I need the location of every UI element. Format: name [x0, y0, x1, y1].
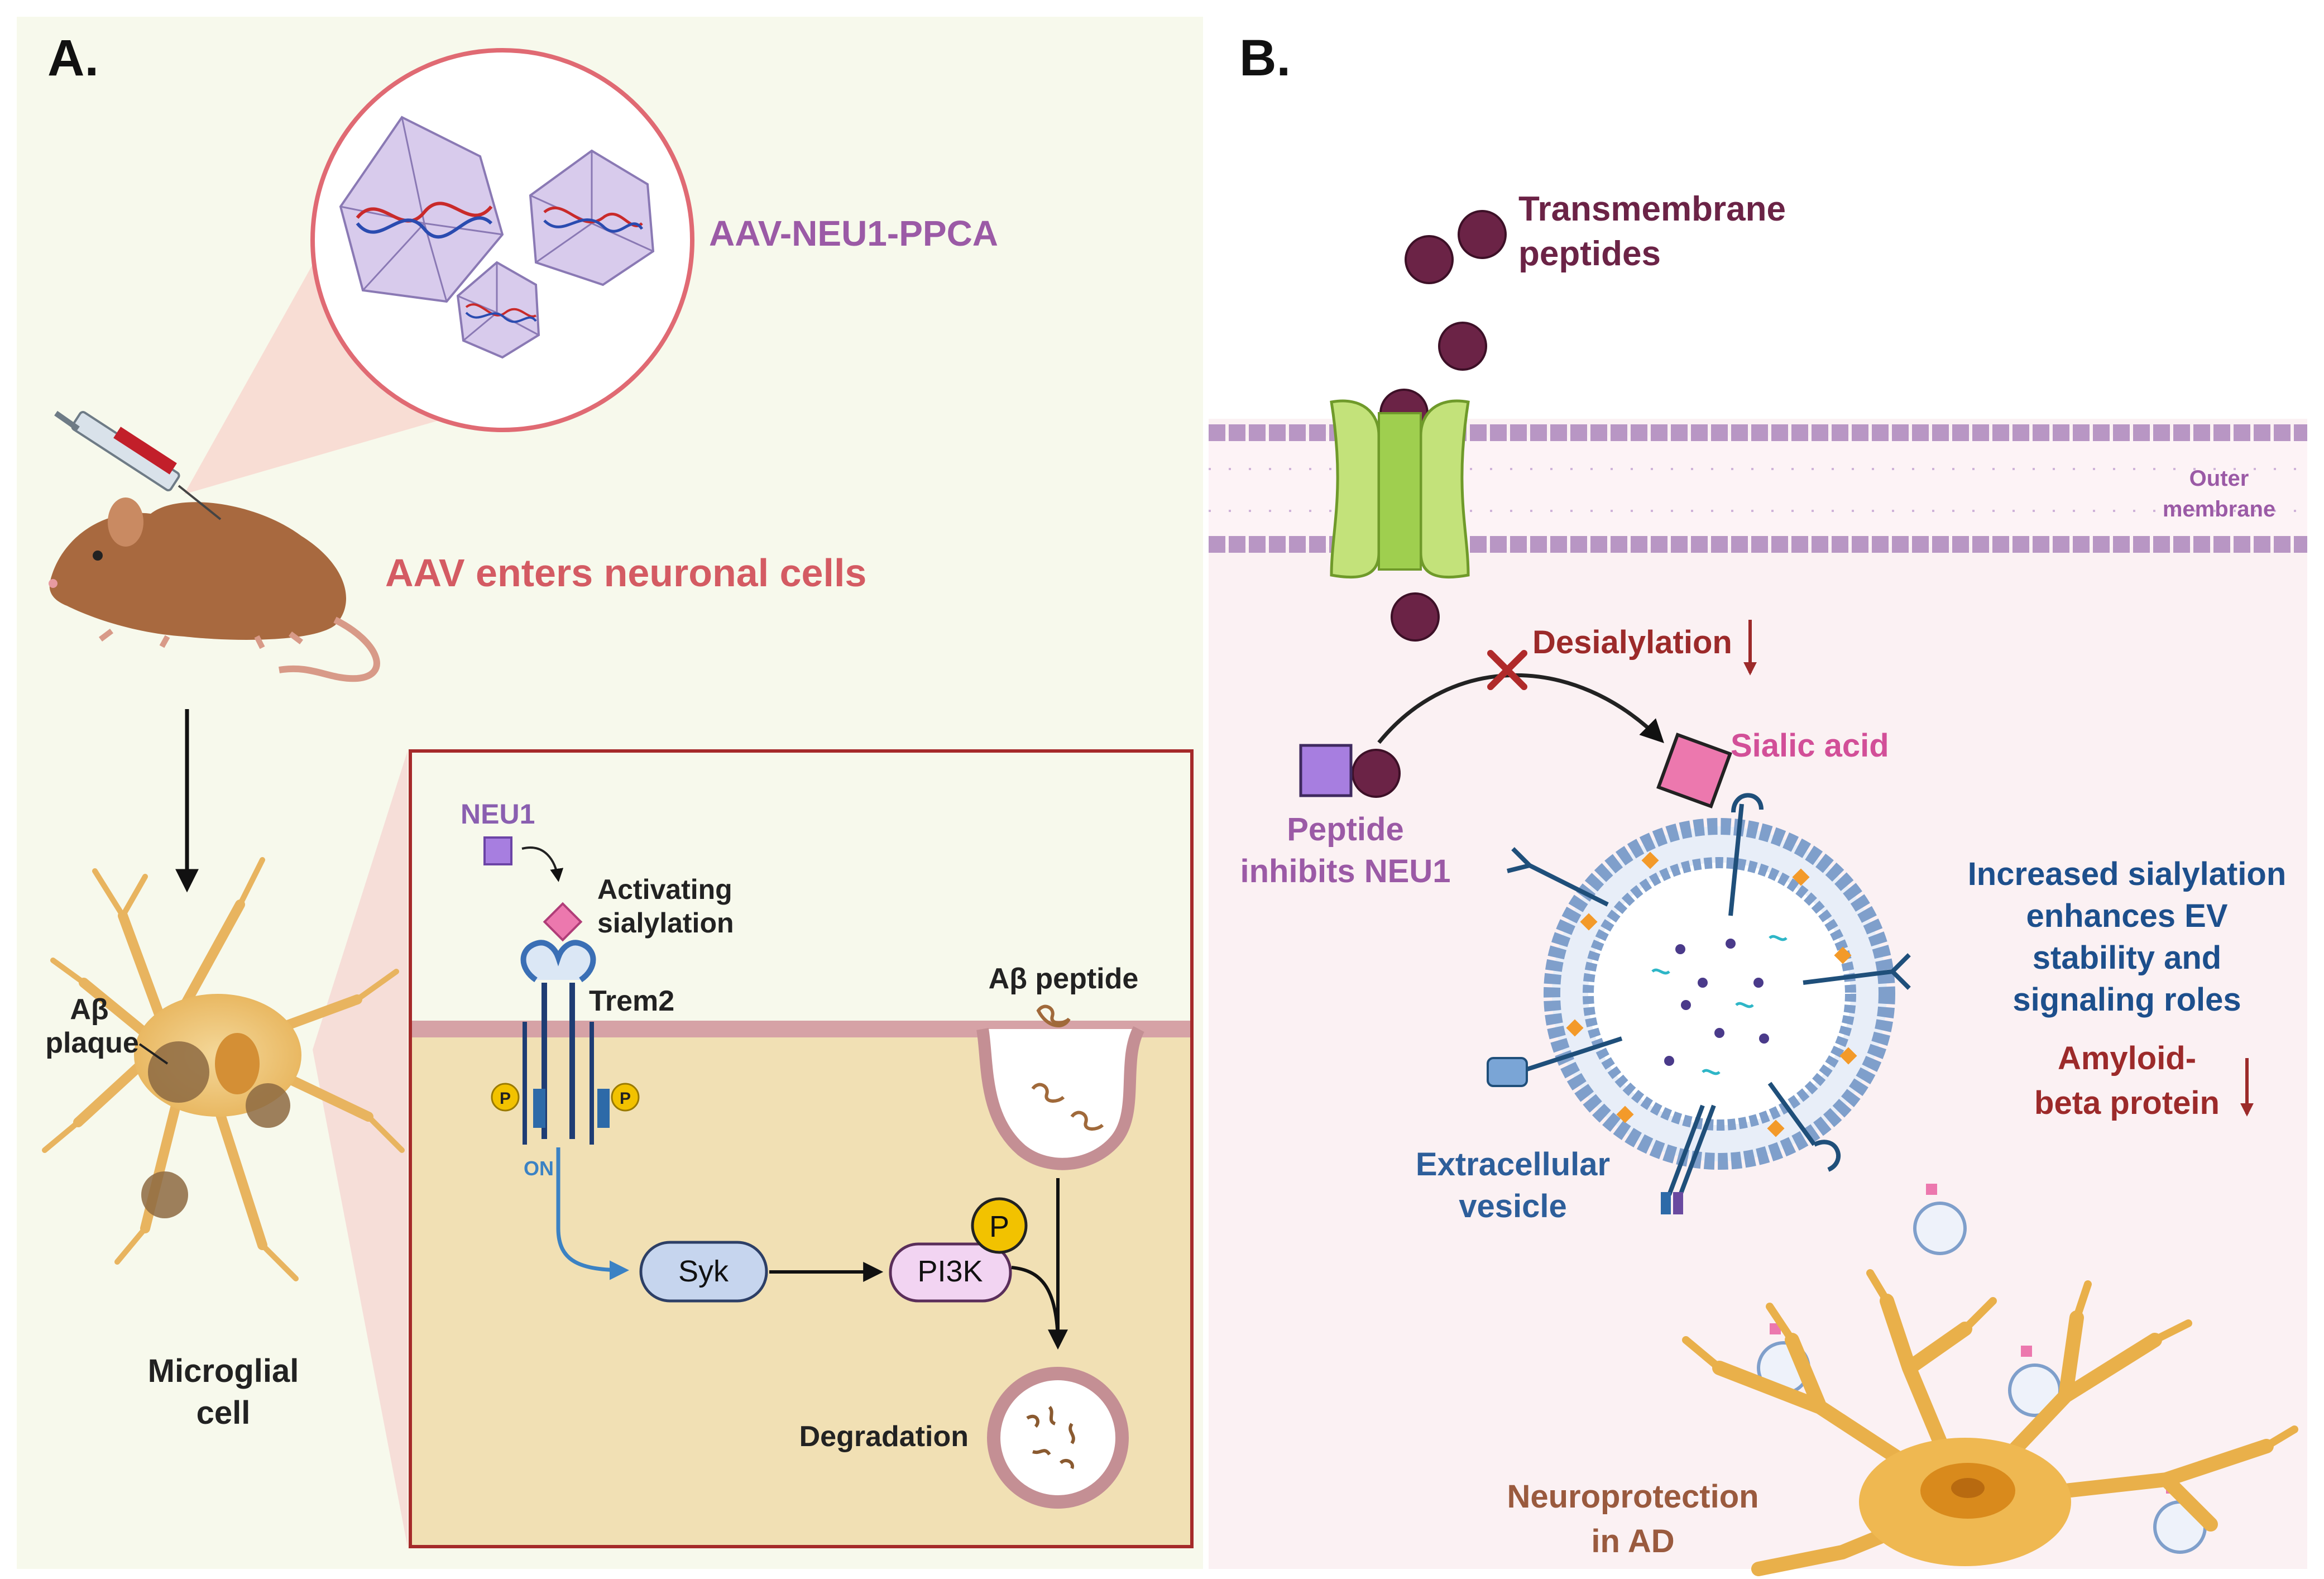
degraded-peptide-icon: [1026, 1405, 1075, 1470]
syringe-icon: [54, 410, 222, 520]
on-label: ON: [524, 1157, 554, 1180]
sialic-acid-square-icon: [1656, 733, 1732, 808]
peptide-inhibits-label: Peptide: [1287, 811, 1404, 848]
activating-sialylation-label: Activating: [597, 874, 732, 905]
blocked-x-icon: [1487, 650, 1527, 690]
aav-capsid-icon: [456, 261, 540, 359]
panel-b-label: B.: [1239, 30, 1291, 87]
zoom-cone-aav: [184, 235, 502, 494]
neuron-icon: [1682, 1269, 2298, 1576]
membrane-channel-icon: [1330, 399, 1470, 579]
ev-label: Extracellular: [1416, 1146, 1610, 1183]
microglia-label: cell: [197, 1395, 251, 1431]
degradation-label: Degradation: [799, 1420, 969, 1453]
lysosome-icon: [987, 1367, 1129, 1509]
phospho-badge-label: P: [500, 1089, 511, 1108]
neu1-label: NEU1: [461, 798, 535, 830]
activating-sialylation-label: sialylation: [597, 907, 734, 939]
outer-membrane-label: Outer: [2189, 466, 2249, 491]
pi3k-label: PI3K: [917, 1255, 983, 1288]
aav-particles-inset: [310, 48, 694, 432]
increased-sialylation-label: enhances EV: [2026, 898, 2227, 934]
endocytic-pit: [976, 1026, 1144, 1170]
small-ev-icon: [1757, 1202, 2207, 1554]
ab-plaque-label: Aβ: [70, 993, 108, 1026]
panel-a-label: A.: [47, 30, 99, 87]
transmembrane-peptide-icon: [1352, 210, 1507, 798]
trem2-to-syk-arrow: [556, 1147, 629, 1280]
ab-plaque-label: plaque: [45, 1027, 139, 1059]
sialic-acid-diamond-icon: [543, 902, 583, 942]
syk-node: [639, 1241, 768, 1303]
extracellular-vesicle-icon: [1487, 793, 1911, 1214]
neu1-to-sialylation-arrow: [521, 846, 564, 882]
pi3k-to-degradation-arrow: [1011, 1266, 1068, 1350]
increased-sialylation-label: signaling roles: [2012, 982, 2241, 1018]
mouse-icon: [49, 497, 380, 682]
microglia-label: Microglial: [148, 1353, 299, 1389]
aav-capsid-icon: [339, 116, 504, 303]
zoom-cone-inset: [313, 751, 408, 1547]
panel-a: A. AAV-NEU1-: [17, 17, 1203, 1569]
syk-label: Syk: [678, 1255, 729, 1288]
peptide-inhibits-label: inhibits NEU1: [1240, 853, 1450, 889]
phospho-badge-label: P: [620, 1089, 631, 1108]
tm-peptides-label: peptides: [1518, 235, 1661, 273]
ab-peptide-icon: [1031, 1004, 1104, 1131]
increased-sialylation-label: Increased sialylation: [1968, 856, 2287, 892]
neu1-square-icon: [483, 836, 512, 865]
amyloid-beta-label: beta protein: [2034, 1085, 2220, 1121]
aav-construct-label: AAV-NEU1-PPCA: [709, 213, 998, 253]
panel-b-top-area: [1209, 17, 2307, 419]
trem2-label: Trem2: [589, 985, 674, 1017]
ab-plaque-pointer: [138, 1043, 169, 1065]
panel-b: B. Transmembrane peptides Outer membrane: [1209, 17, 2307, 1576]
pi3k-node: [889, 1242, 1012, 1303]
ab-plaque-icon: [141, 1041, 290, 1218]
neuroprotection-label: Neuroprotection: [1507, 1478, 1758, 1515]
trem2-receptor-icon: [491, 940, 640, 1145]
amyloid-beta-label: Amyloid-: [2058, 1040, 2196, 1076]
increased-sialylation-label: stability and: [2033, 940, 2221, 976]
trem2-signaling-inset: NEU1 Activating sialylation P P Trem2 ON: [409, 749, 1194, 1548]
aav-entry-label: AAV enters neuronal cells: [385, 551, 866, 595]
pi3k-phospho-label: P: [989, 1210, 1009, 1243]
desialylation-label: Desialylation: [1532, 624, 1732, 661]
pi3k-phospho-icon: [971, 1197, 1028, 1254]
sialic-acid-label: Sialic acid: [1731, 728, 1889, 764]
tm-peptides-label: Transmembrane: [1518, 190, 1786, 228]
outer-membrane-label: membrane: [2163, 497, 2275, 521]
aav-capsid-icon: [529, 149, 655, 286]
neu1-square-icon: [1299, 744, 1353, 797]
ev-label: vesicle: [1459, 1188, 1567, 1224]
ab-peptide-label: Aβ peptide: [989, 963, 1139, 995]
neuroprotection-label: in AD: [1591, 1523, 1674, 1559]
